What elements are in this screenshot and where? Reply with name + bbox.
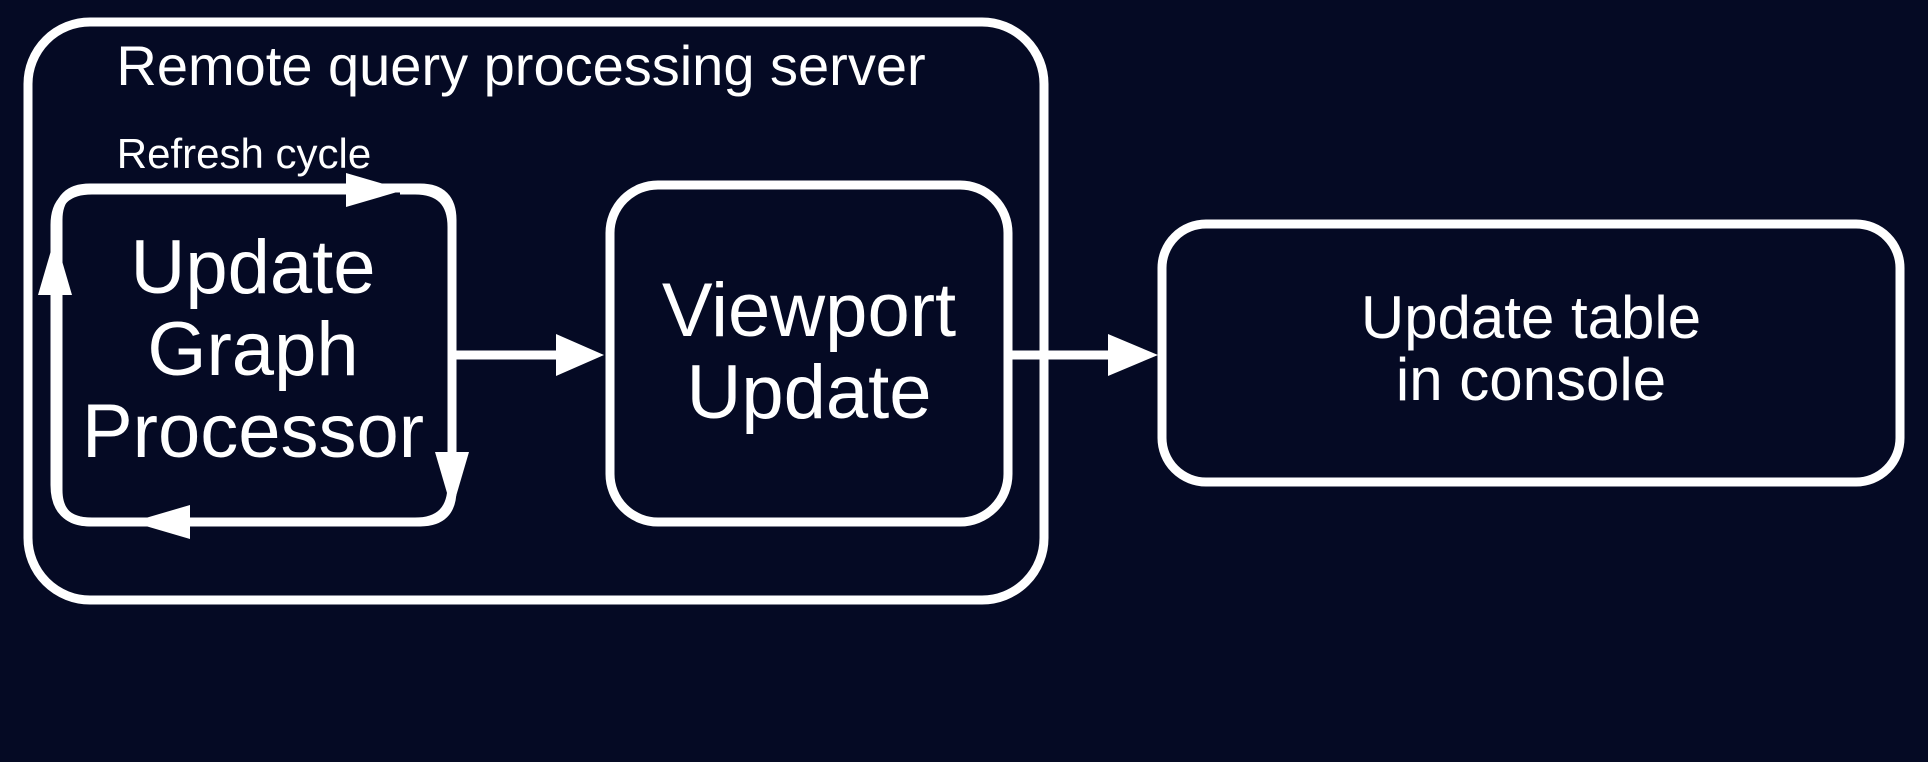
- remote-query-processing-server-container: [23, 17, 1049, 605]
- node-update-table-in-console[interactable]: Update table in console: [1157, 219, 1905, 487]
- refresh-cycle-bottom-segment: [185, 484, 457, 527]
- update-graph-processor-box[interactable]: [53, 183, 457, 527]
- edge-viewport-to-console: [1008, 334, 1158, 376]
- remote-query-processing-server-title: Remote query processing server: [116, 34, 925, 97]
- update-graph-processor-label-line2: Graph: [147, 307, 358, 392]
- update-table-in-console-box[interactable]: [1157, 219, 1905, 487]
- viewport-update-label-line1: Viewport: [662, 268, 956, 353]
- update-table-in-console-label-line2: in console: [1396, 346, 1666, 413]
- viewport-update-label-line2: Update: [686, 350, 931, 435]
- update-graph-processor-label-line3: Processor: [82, 389, 424, 474]
- group-remote-query-processing-server: [23, 17, 1049, 605]
- refresh-cycle-label: Refresh cycle: [117, 130, 371, 177]
- node-update-graph-processor[interactable]: Update Graph Processor: [53, 183, 457, 527]
- edge-processor-to-viewport: [452, 334, 604, 376]
- update-table-in-console-label-line1: Update table: [1361, 284, 1701, 351]
- update-graph-processor-label-line1: Update: [130, 225, 375, 310]
- edge-processor-to-viewport-arrowhead-icon: [556, 334, 604, 376]
- edge-viewport-to-console-arrowhead-icon: [1108, 334, 1158, 376]
- diagram-labels: Remote query processing server Refresh c…: [116, 34, 925, 177]
- node-viewport-update[interactable]: Viewport Update: [605, 180, 1013, 527]
